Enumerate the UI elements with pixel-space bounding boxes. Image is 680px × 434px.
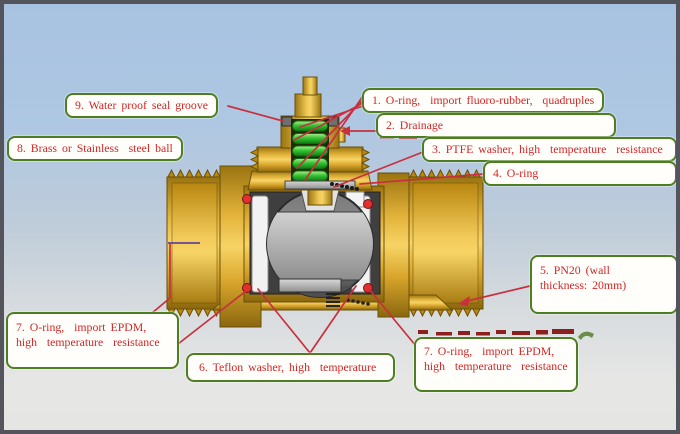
bottom-teflon-washer bbox=[278, 278, 342, 293]
callout-2-drainage: 2. Drainage bbox=[376, 113, 616, 138]
callout-7-left-o-ring-epdm: 7. O-ring, import EPDM, high temperature… bbox=[6, 312, 179, 369]
callout-7-right-o-ring-epdm: 7. O-ring, import EPDM, high temperature… bbox=[414, 337, 578, 392]
callout-1-o-ring-fluoro-rubber: 1. O-ring, import fluoro-rubber, quadrup… bbox=[362, 88, 605, 113]
callout-4-o-ring: 4. O-ring bbox=[483, 161, 677, 186]
stem-tip bbox=[307, 189, 333, 206]
right-threaded-port bbox=[408, 168, 484, 318]
leader-line-9 bbox=[227, 105, 284, 122]
bonnet-thread-left bbox=[249, 148, 260, 171]
callout-3-ptfe-washer: 3. PTFE washer, high temperature resista… bbox=[422, 137, 677, 162]
leader-line-6 bbox=[257, 285, 357, 354]
leader-line-7-left bbox=[177, 290, 247, 345]
ptfe-seat-left bbox=[251, 195, 269, 293]
ball bbox=[266, 190, 374, 298]
drain-spring bbox=[326, 293, 340, 307]
leader-arrowhead-5 bbox=[458, 296, 470, 306]
callout-7L-line2: high temperature resistance bbox=[16, 335, 160, 349]
leader-line-7-right bbox=[368, 288, 417, 347]
ball-bore bbox=[267, 211, 373, 281]
obscured-text-fragment bbox=[418, 329, 594, 340]
callout-6-teflon-washer: 6. Teflon washer, high temperature bbox=[186, 353, 395, 382]
callout-8-ball: 8. Brass or Stainless steel ball bbox=[7, 136, 183, 161]
leader-line-7-left-b bbox=[151, 243, 171, 314]
callout-5-line1: 5. PN20 (wall bbox=[540, 263, 610, 277]
bonnet-thread-right bbox=[360, 148, 371, 171]
leader-line-1 bbox=[293, 95, 364, 181]
callout-7R-line1: 7. O-ring, import EPDM, bbox=[424, 344, 555, 358]
ptfe-washer bbox=[284, 180, 356, 190]
callout-5-line2: thickness: 20mm) bbox=[540, 278, 627, 292]
callout-7L-line1: 7. O-ring, import EPDM, bbox=[16, 320, 147, 334]
leader-arrowhead-2 bbox=[340, 126, 350, 136]
callout-5-pn20: 5. PN20 (wall thickness: 20mm) bbox=[530, 255, 678, 314]
valve-stem-top bbox=[302, 76, 318, 96]
leader-line-4 bbox=[359, 173, 485, 185]
callout-9-waterproof-seal-groove: 9. Water proof seal groove bbox=[65, 93, 218, 118]
bead-chain-bottom bbox=[346, 298, 370, 306]
valve-stem bbox=[294, 93, 322, 118]
leader-line-3 bbox=[333, 151, 424, 188]
callout-7R-line2: high temperature resistance bbox=[424, 359, 568, 373]
leader-line-5 bbox=[462, 285, 531, 303]
